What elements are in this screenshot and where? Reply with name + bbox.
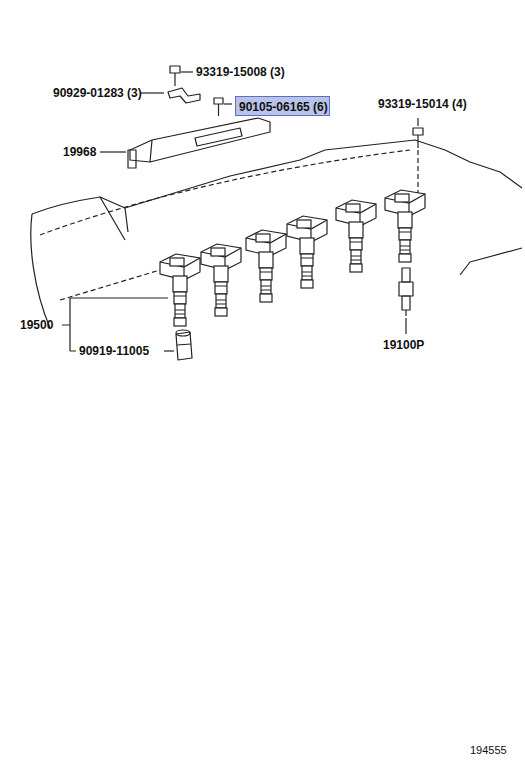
leader-bracket [62, 298, 168, 351]
part-number: 90105-06165 (6) [239, 100, 326, 114]
ignition-coil [201, 244, 241, 316]
bolt-icon [170, 66, 193, 86]
part-number: 19968 [63, 145, 96, 159]
part-number: 90929-01283 (3) [53, 86, 142, 100]
ignition-coil [336, 200, 376, 272]
ignition-coil [287, 216, 327, 288]
ignition-coil [385, 190, 425, 262]
part-number: 90919-11005 [79, 344, 149, 358]
engine-cover-hidden [40, 150, 418, 300]
ignition-coil [160, 254, 200, 326]
part-number: 19100P [383, 338, 424, 352]
engine-cover [32, 140, 522, 214]
bolt-icon [413, 118, 423, 148]
part-number: 93319-15014 (4) [378, 97, 467, 111]
plug-boot [176, 330, 192, 360]
engine-cover [100, 197, 128, 240]
engine-cover [31, 214, 50, 328]
part-number: 19500 [20, 318, 53, 332]
spark-plug [399, 268, 413, 334]
ignition-coil [246, 230, 286, 302]
figure-number: 194555 [470, 743, 507, 757]
highlighted-part-number: 90105-06165 (6) [235, 96, 330, 116]
bracket [168, 88, 200, 103]
bolt-icon [214, 98, 232, 116]
engine-cover [460, 248, 522, 275]
igniter [128, 118, 270, 168]
part-number: 93319-15008 (3) [196, 65, 285, 79]
